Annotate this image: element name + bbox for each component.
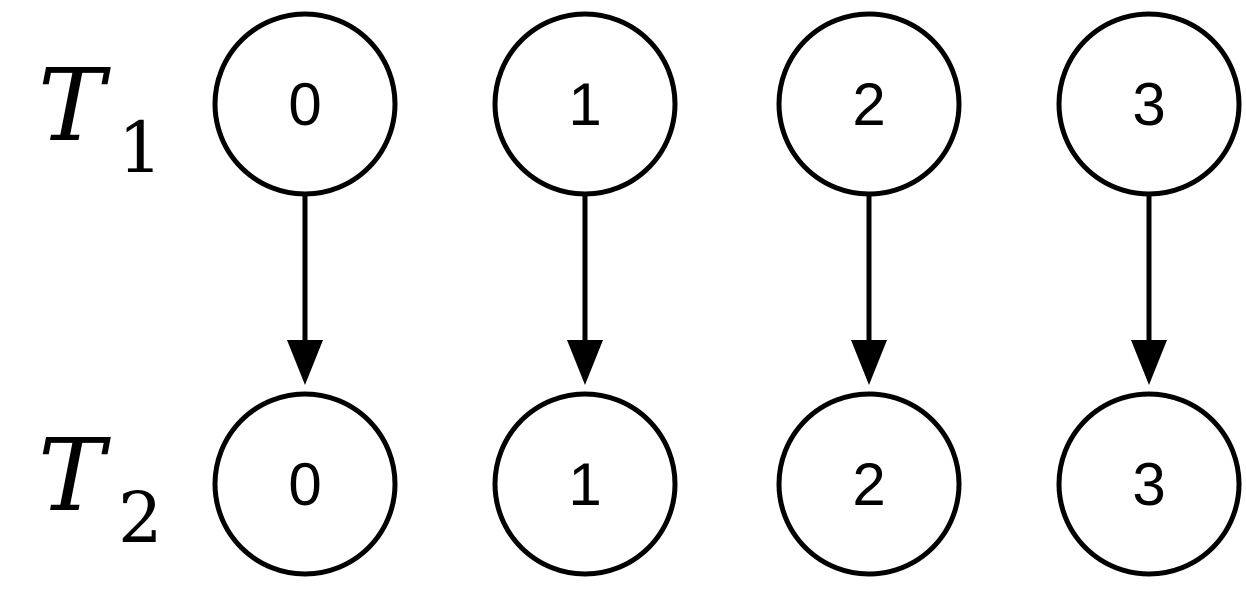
t1-node-3-circle xyxy=(1056,11,1242,197)
t2-node-1-label: 1 xyxy=(568,451,601,518)
row-label-t2: T 2 xyxy=(38,417,163,559)
t2-node-1: 1 xyxy=(492,391,678,577)
edge-1-1-arrowhead xyxy=(567,340,603,385)
row-label-t1: T 1 xyxy=(38,47,163,189)
row-label-t1-main: T xyxy=(38,47,111,164)
edge-3-3 xyxy=(1131,191,1167,385)
t1-node-1: 1 xyxy=(492,11,678,197)
edge-2-2 xyxy=(851,191,887,385)
t2-node-3: 3 xyxy=(1056,391,1242,577)
t2-node-1-circle xyxy=(492,391,678,577)
t1-node-2-circle xyxy=(776,11,962,197)
edge-0-0-arrowhead xyxy=(287,340,323,385)
edge-2-2-arrowhead xyxy=(851,340,887,385)
t1-node-2-label: 2 xyxy=(852,71,885,138)
t1-node-3: 3 xyxy=(1056,11,1242,197)
edge-3-3-arrowhead xyxy=(1131,340,1167,385)
edge-1-1 xyxy=(567,191,603,385)
t1-node-2: 2 xyxy=(776,11,962,197)
t2-node-2-circle xyxy=(776,391,962,577)
t2-node-0-circle xyxy=(212,391,398,577)
t2-node-3-label: 3 xyxy=(1132,451,1165,518)
t2-node-2: 2 xyxy=(776,391,962,577)
t2-node-2-label: 2 xyxy=(852,451,885,518)
t2-node-0: 0 xyxy=(212,391,398,577)
t1-node-1-circle xyxy=(492,11,678,197)
row-label-t2-subscript: 2 xyxy=(118,477,163,559)
row-label-t1-subscript: 1 xyxy=(118,107,163,189)
t2-node-3-circle xyxy=(1056,391,1242,577)
t1-node-0: 0 xyxy=(212,11,398,197)
t2-node-0-label: 0 xyxy=(288,451,321,518)
t1-node-1-label: 1 xyxy=(568,71,601,138)
row-label-t2-main: T xyxy=(38,417,111,534)
t1-node-3-label: 3 xyxy=(1132,71,1165,138)
edge-0-0 xyxy=(287,191,323,385)
t1-node-0-label: 0 xyxy=(288,71,321,138)
t1-node-0-circle xyxy=(212,11,398,197)
